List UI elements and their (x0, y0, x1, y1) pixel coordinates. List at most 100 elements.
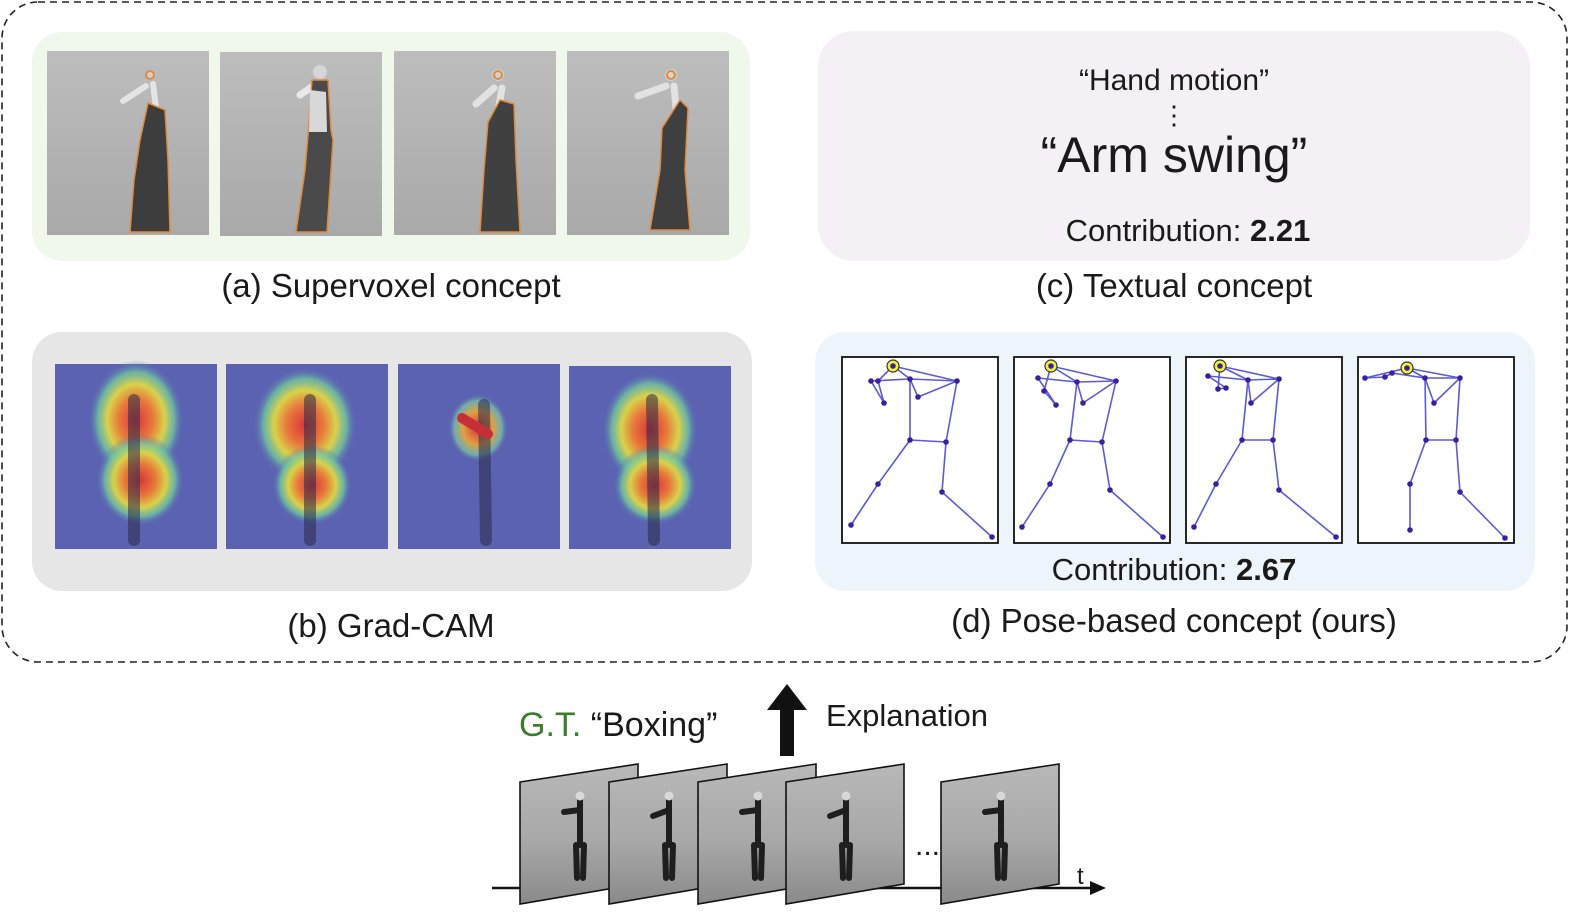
skeleton-joint (1041, 388, 1047, 394)
panel-d-contribution-label: Contribution: (1052, 552, 1228, 587)
panel-a-caption: (a) Supervoxel concept (221, 267, 560, 304)
skeleton-joint (1276, 376, 1282, 382)
skeleton-bone (1050, 365, 1117, 382)
skeleton-bone (892, 365, 958, 382)
skeleton-bone (870, 380, 885, 404)
skeleton-joint (1217, 363, 1223, 369)
skeleton-joint (1423, 437, 1429, 443)
time-axis-label: t (1077, 863, 1084, 890)
frames-ellipsis: ... (915, 829, 940, 862)
skeleton-bone (1037, 377, 1057, 406)
video-person (982, 797, 1008, 881)
panel-a-supervoxel: (a) Supervoxel concept (32, 32, 750, 304)
skeleton-joint (875, 481, 881, 487)
skeleton-bone (1193, 483, 1217, 528)
skeleton-bone (941, 441, 947, 493)
panel-d-contribution-value: 2.67 (1236, 552, 1296, 587)
skeleton-bone (1049, 439, 1071, 485)
concept-ellipsis: ⋮ (1161, 100, 1187, 130)
skeleton-bone (1272, 439, 1280, 491)
main-concept-text: “Arm swing” (1041, 127, 1308, 183)
skeleton-joint (943, 439, 949, 445)
skeleton-joint (890, 363, 896, 369)
skeleton-joint (875, 378, 881, 384)
skeleton-bone (1021, 483, 1051, 528)
skeleton-joint (1160, 534, 1166, 540)
skeleton-joint (1431, 400, 1437, 406)
video-person (739, 797, 765, 881)
skeleton-bone (909, 378, 919, 398)
skeleton-bone (1207, 375, 1249, 381)
skeleton-bone (1409, 439, 1427, 485)
pose-frame-4 (1357, 356, 1515, 544)
skeleton-joint (1019, 524, 1025, 530)
skeleton-bone (1241, 379, 1249, 441)
skeleton-joint (1205, 373, 1211, 379)
skeleton-joint (1191, 524, 1197, 530)
skeleton-bone (877, 439, 911, 485)
skeleton-bone (1250, 378, 1280, 404)
panel-c-contribution-label: Contribution: (1066, 213, 1242, 248)
skeleton-bone (1278, 489, 1337, 538)
skeleton-bone (1391, 372, 1426, 379)
supervoxel-person-2 (295, 65, 334, 233)
skeleton-joint (1457, 375, 1463, 381)
supervoxel-person-1 (120, 70, 171, 233)
skeleton-bone (1069, 439, 1103, 443)
skeleton-joint (1248, 400, 1254, 406)
skeleton-bone (1215, 439, 1243, 485)
video-frame-5 (940, 763, 1060, 905)
explanation-arrow (767, 684, 807, 756)
skeleton-joint (939, 489, 945, 495)
skeleton-joint (1270, 437, 1276, 443)
skeleton-joint (989, 534, 995, 540)
skeleton-bone (1109, 489, 1164, 538)
skeleton-joint (848, 522, 854, 528)
pose-frame-border (1013, 356, 1171, 544)
skeleton-bone (1101, 441, 1111, 491)
gradcam-frame-2 (226, 364, 388, 549)
skeleton-bone (945, 380, 958, 443)
skeleton-joint (1080, 400, 1086, 406)
panel-c-contribution: Contribution: 2.21 (1066, 213, 1311, 248)
panel-b-caption: (b) Grad-CAM (287, 607, 494, 644)
supervoxel-person-4 (634, 69, 691, 231)
skeleton-bone (941, 491, 993, 538)
skeleton-bone (1364, 367, 1408, 379)
skeleton-joint (1239, 437, 1245, 443)
video-person-head (841, 791, 851, 801)
skeleton-joint (1048, 363, 1054, 369)
skeleton-joint (1362, 375, 1368, 381)
skeleton-joint (1245, 377, 1251, 383)
skeleton-joint (1389, 370, 1395, 376)
skeleton-bone (1082, 380, 1117, 404)
skeleton-bone (1247, 378, 1280, 381)
gt-prefix: G.T. (519, 706, 581, 744)
skeleton-bone (1207, 375, 1227, 389)
skeleton-joint (1047, 481, 1053, 487)
skeleton-joint (1276, 487, 1282, 493)
skeleton-joint (1453, 437, 1459, 443)
skeleton-bone (1076, 381, 1084, 404)
explanation-label: Explanation (826, 698, 988, 733)
skeleton-bone (1455, 377, 1461, 441)
pose-frame-border (1357, 356, 1515, 544)
skeleton-joint (1457, 489, 1463, 495)
panel-d-contribution: Contribution: 2.67 (1052, 552, 1297, 587)
skeleton-bone (1424, 377, 1427, 441)
panel-c-contribution-value: 2.21 (1250, 213, 1310, 248)
skeleton-bone (877, 380, 885, 404)
panel-d-caption: (d) Pose-based concept (ours) (951, 602, 1397, 639)
video-person (650, 797, 676, 881)
skeleton-joint (1074, 379, 1080, 385)
dashed-container (1, 1, 1568, 663)
skeleton-joint (907, 437, 913, 443)
skeleton-bone (1101, 380, 1117, 443)
gradcam-frame-4 (569, 366, 731, 549)
panel-c-textual: “Hand motion” ⋮ “Arm swing” Contribution… (818, 31, 1530, 304)
pose-frame-3 (1185, 356, 1343, 544)
skeleton-bone (1364, 376, 1386, 379)
skeleton-joint (1053, 402, 1059, 408)
panel-c-caption: (c) Textual concept (1036, 267, 1312, 304)
small-concept-text: “Hand motion” (1079, 64, 1269, 97)
